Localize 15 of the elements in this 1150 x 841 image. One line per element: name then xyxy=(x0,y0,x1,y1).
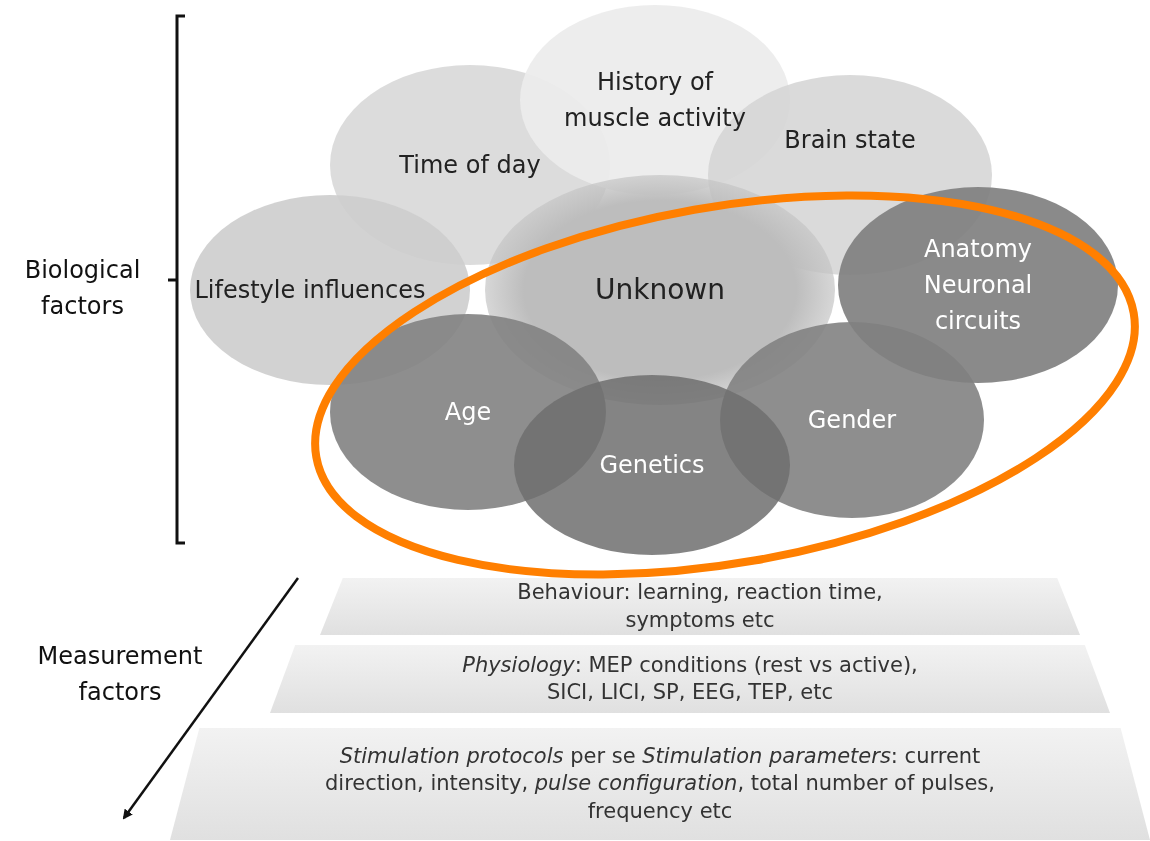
layer-text: Stimulation protocols per se Stimulation parameters: current direction, intensity, pulse configuration, total number of pulses, frequency etc xyxy=(324,743,996,825)
factor-label: Gender xyxy=(807,405,897,436)
layer-text: Behaviour: learning, reaction time, symptoms etc xyxy=(516,579,884,634)
factor-label: Lifestyle influences xyxy=(194,275,426,306)
factor-label: Genetics xyxy=(599,450,705,481)
axis-label: Biological factors xyxy=(23,255,142,322)
measurement-layer xyxy=(170,728,1150,840)
factor-label: Age xyxy=(444,397,492,428)
layer-text: Physiology: MEP conditions (rest vs active), SICI, LICI, SP, EEG, TEP, etc xyxy=(461,651,919,706)
axis-label: Measurement factors xyxy=(36,641,204,708)
factor-label: Brain state xyxy=(784,125,916,156)
factor-label: Anatomy Neuronal circuits xyxy=(922,234,1034,337)
factor-label: Unknown xyxy=(595,272,725,308)
factor-label: Time of day xyxy=(399,150,541,181)
factor-label: History of muscle activity xyxy=(563,67,747,134)
